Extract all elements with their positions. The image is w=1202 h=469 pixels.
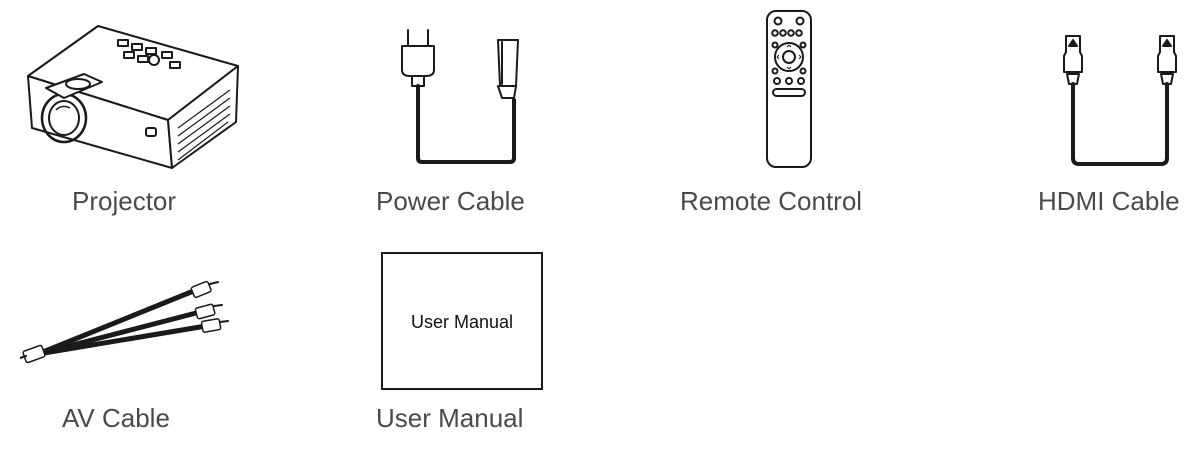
caption-av-cable: AV Cable (62, 403, 170, 433)
caption-user-manual: User Manual (376, 403, 524, 433)
user-manual-icon: User Manual (381, 252, 543, 390)
caption-projector: Projector (72, 186, 177, 216)
av-cable-icon (20, 280, 229, 364)
manual-cover-text: User Manual (410, 312, 514, 332)
projector-icon (27, 25, 239, 169)
caption-hdmi-cable: HDMI Cable (1038, 186, 1180, 216)
remote-control-icon (766, 10, 812, 168)
hdmi-cable-icon (1063, 35, 1177, 166)
caption-power-cable: Power Cable (376, 186, 525, 216)
caption-remote-control: Remote Control (680, 186, 863, 216)
power-cable-icon (401, 29, 519, 164)
